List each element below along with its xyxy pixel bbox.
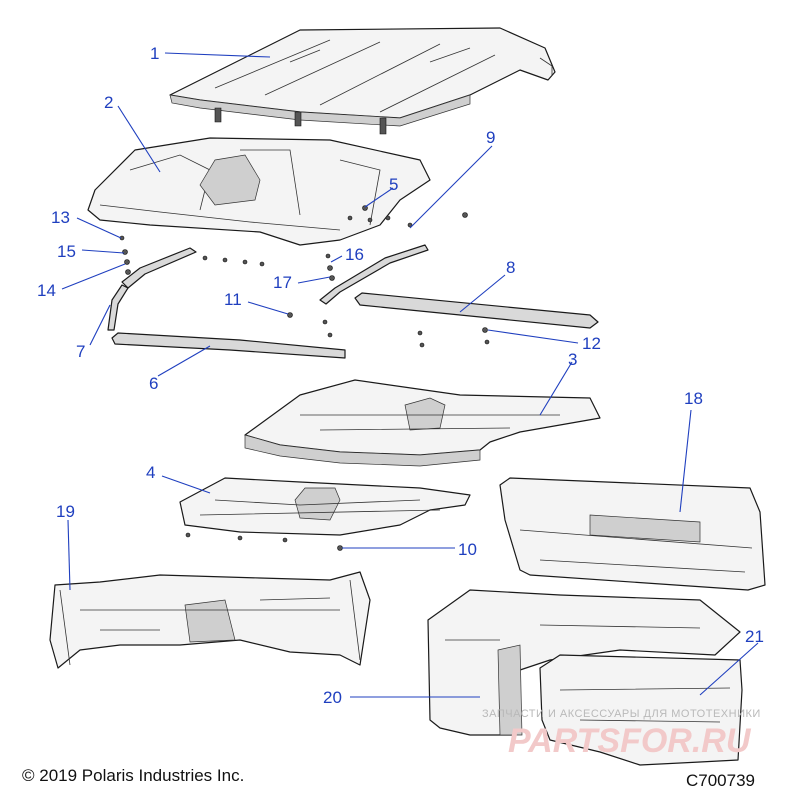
callout-12: 12 [582, 334, 601, 353]
callout-19: 19 [56, 502, 75, 521]
callout-10: 10 [458, 540, 477, 559]
callout-6: 6 [149, 374, 158, 393]
part-20-lower-panel[interactable] [427, 589, 741, 736]
callout-1: 1 [150, 44, 159, 63]
callout-8: 8 [506, 258, 515, 277]
callout-2: 2 [104, 93, 113, 112]
callout-15: 15 [57, 242, 76, 261]
watermark: ЗАПЧАСТИ И АКСЕССУАРЫ ДЛЯ МОТОТЕХНИКИ PA… [482, 708, 761, 760]
leader-lines [61, 52, 759, 698]
callout-16: 16 [345, 245, 364, 264]
part-7-trim-left[interactable] [107, 247, 197, 331]
callout-14: 14 [37, 281, 56, 300]
part-7-trim-right[interactable] [319, 244, 429, 305]
callout-17: 17 [273, 273, 292, 292]
watermark-logo: PARTSFOR.RU [508, 722, 752, 760]
callout-9: 9 [486, 128, 495, 147]
callout-20: 20 [323, 688, 342, 707]
part-21-lower-panel[interactable] [539, 654, 743, 766]
part-3-tray[interactable] [244, 379, 601, 467]
copyright-text: © 2019 Polaris Industries Inc. [22, 766, 245, 785]
part-1-roof[interactable] [169, 27, 556, 135]
callout-18: 18 [684, 389, 703, 408]
part-6-trim-strip[interactable] [111, 332, 346, 359]
part-8-rear-bar[interactable] [354, 292, 599, 329]
part-2-roof-liner[interactable] [87, 137, 431, 246]
callout-3: 3 [568, 350, 577, 369]
callout-5: 5 [389, 175, 398, 194]
part-4-lower-tray[interactable] [179, 477, 471, 536]
hardware-fasteners [119, 205, 490, 551]
part-19-dash[interactable] [49, 571, 371, 669]
drawing-id: C700739 [686, 771, 756, 790]
callout-labels: 1 2 3 4 5 6 7 8 9 10 11 12 13 14 15 16 1… [37, 44, 764, 707]
callout-13: 13 [51, 208, 70, 227]
callout-21: 21 [745, 627, 764, 646]
callout-4: 4 [146, 463, 155, 482]
watermark-text: ЗАПЧАСТИ И АКСЕССУАРЫ ДЛЯ МОТОТЕХНИКИ [482, 708, 761, 720]
part-18-rear-panel[interactable] [499, 477, 766, 591]
callout-7: 7 [76, 342, 85, 361]
callout-11: 11 [224, 290, 242, 309]
